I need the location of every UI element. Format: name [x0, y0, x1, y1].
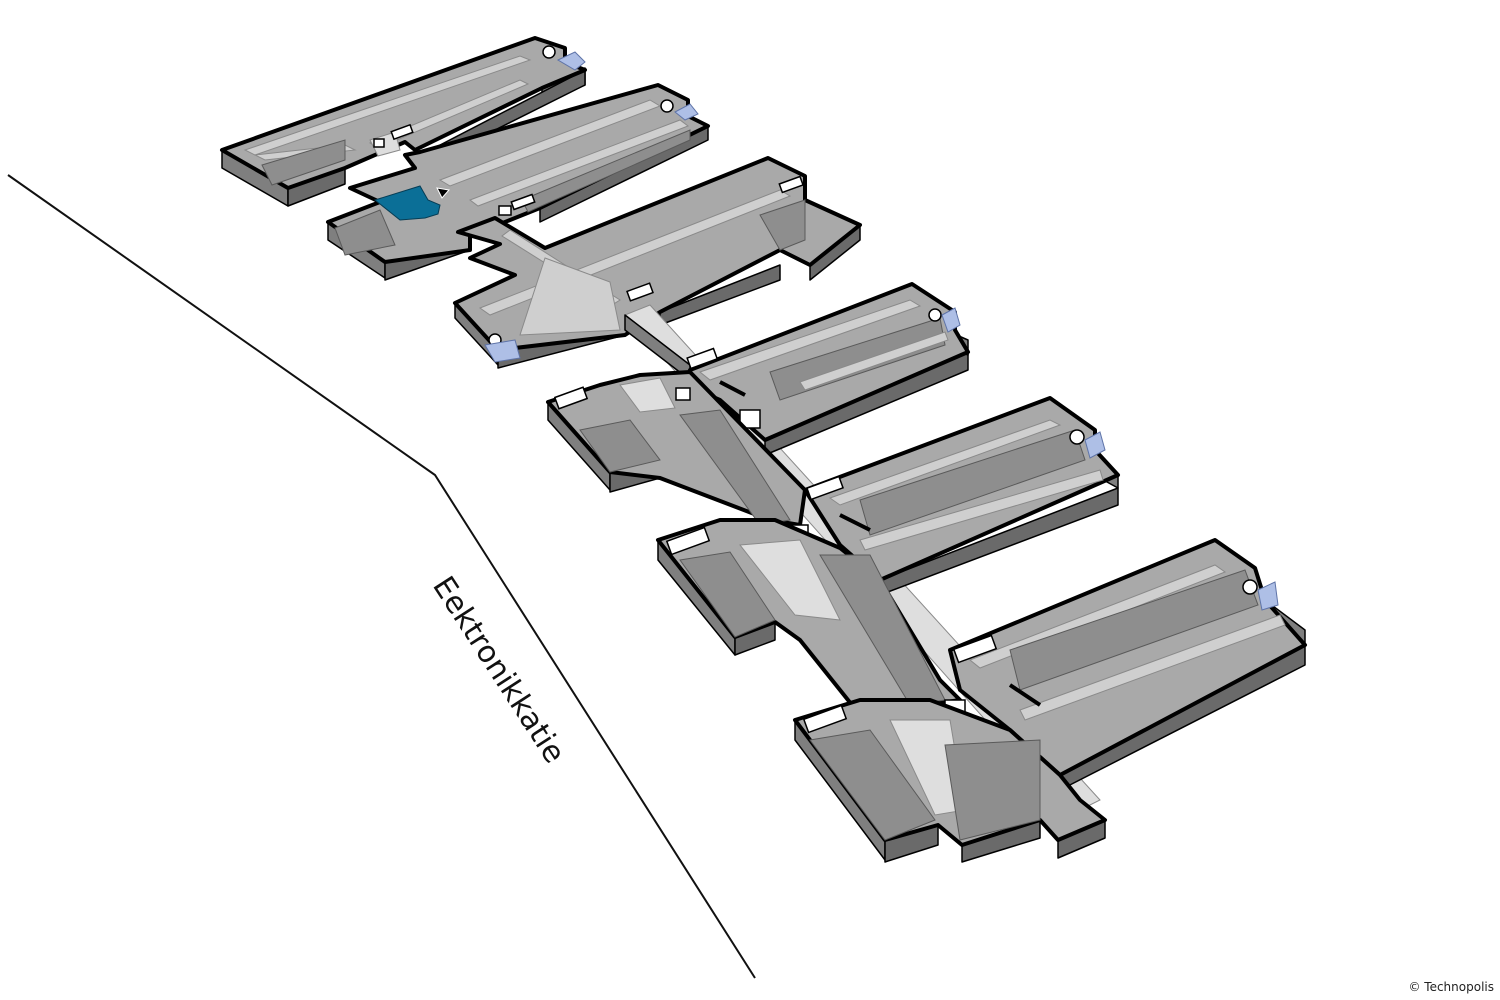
street-label: Eektronikkatie [425, 570, 572, 769]
you-are-here-icon [436, 187, 450, 199]
highlighted-room[interactable] [373, 185, 441, 221]
street-line [7, 174, 756, 979]
wing-3 [453, 156, 862, 369]
wing-5 [791, 396, 1120, 596]
block-a [546, 370, 807, 527]
wing-1 [220, 36, 587, 207]
wing-6 [944, 538, 1307, 791]
copyright-notice: © Technopolis [1408, 980, 1494, 994]
block-c [793, 698, 1107, 863]
wing-2 [326, 83, 710, 281]
wing-4 [675, 282, 970, 456]
